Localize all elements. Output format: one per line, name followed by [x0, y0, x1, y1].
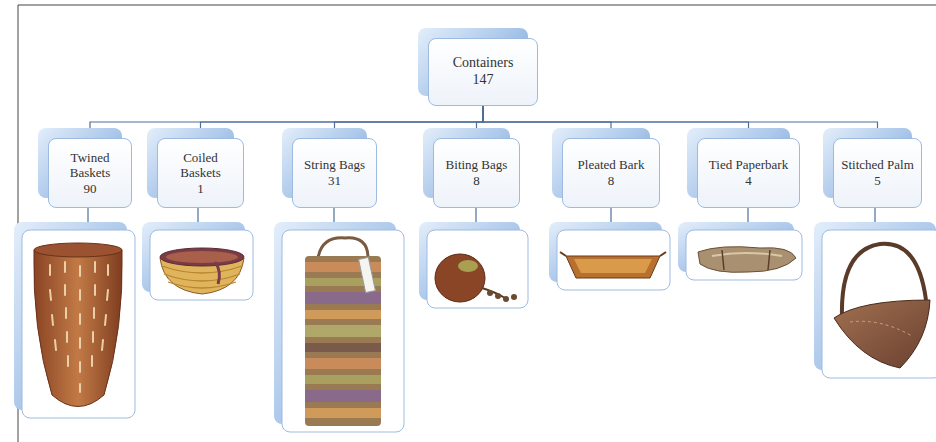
box-text-group: Tied Paperbark4	[704, 151, 793, 194]
box-face: Biting Bags8	[433, 138, 520, 208]
root-box: Containers147	[428, 38, 538, 106]
box-label: String Bags	[304, 157, 365, 173]
box-face: Containers147	[428, 38, 538, 106]
category-box: String Bags31	[292, 138, 377, 208]
twined-basket-picture	[34, 243, 122, 407]
count-number: 147	[453, 72, 514, 89]
box-face: String Bags31	[292, 138, 377, 208]
box-face: Tied Paperbark4	[697, 138, 800, 208]
photo-frame	[557, 230, 670, 290]
photo-frame	[150, 230, 253, 300]
box-label: Twined Baskets	[54, 150, 126, 181]
category-box: Twined Baskets90	[48, 138, 132, 208]
box-text-group: Biting Bags8	[441, 151, 513, 194]
category-box: Coiled Baskets1	[157, 138, 244, 208]
count-number: 4	[709, 173, 788, 189]
category-box: Biting Bags8	[433, 138, 520, 208]
photo-frame	[282, 230, 404, 432]
box-label: Containers	[453, 55, 514, 72]
category-box: Pleated Bark8	[562, 138, 660, 208]
coiled-basket-picture	[160, 248, 244, 294]
photo-frame	[686, 230, 802, 280]
photo-frame	[22, 230, 135, 418]
photo-frame	[822, 230, 936, 378]
box-face: Stitched Palm5	[833, 138, 922, 208]
photo-frames	[14, 222, 936, 432]
count-number: 8	[446, 173, 508, 189]
box-label: Biting Bags	[446, 157, 508, 173]
box-text-group: Coiled Baskets1	[158, 144, 243, 203]
box-label: Coiled Baskets	[163, 150, 238, 181]
frame-line	[18, 5, 936, 6]
box-label: Pleated Bark	[578, 157, 645, 173]
tied-paperbark-picture	[698, 247, 796, 273]
box-text-group: Containers147	[448, 49, 519, 95]
count-number: 5	[841, 173, 914, 189]
count-number: 31	[304, 173, 365, 189]
tree-connector	[483, 106, 878, 138]
box-label: Tied Paperbark	[709, 157, 788, 173]
count-number: 8	[578, 173, 645, 189]
box-text-group: Pleated Bark8	[573, 151, 650, 194]
box-text-group: Stitched Palm5	[836, 151, 919, 194]
string-bag-picture	[305, 238, 381, 426]
box-face: Twined Baskets90	[48, 138, 132, 208]
box-face: Pleated Bark8	[562, 138, 660, 208]
box-text-group: String Bags31	[299, 151, 370, 194]
category-box: Stitched Palm5	[833, 138, 922, 208]
pleated-bark-picture	[560, 252, 666, 278]
biting-bag-picture	[435, 254, 517, 302]
count-number: 90	[54, 181, 126, 197]
box-face: Coiled Baskets1	[157, 138, 244, 208]
stitched-palm-picture	[834, 244, 930, 368]
box-text-group: Twined Baskets90	[49, 144, 131, 203]
count-number: 1	[163, 181, 238, 197]
photo-frame	[427, 230, 528, 308]
box-label: Stitched Palm	[841, 157, 914, 173]
category-box: Tied Paperbark4	[697, 138, 800, 208]
